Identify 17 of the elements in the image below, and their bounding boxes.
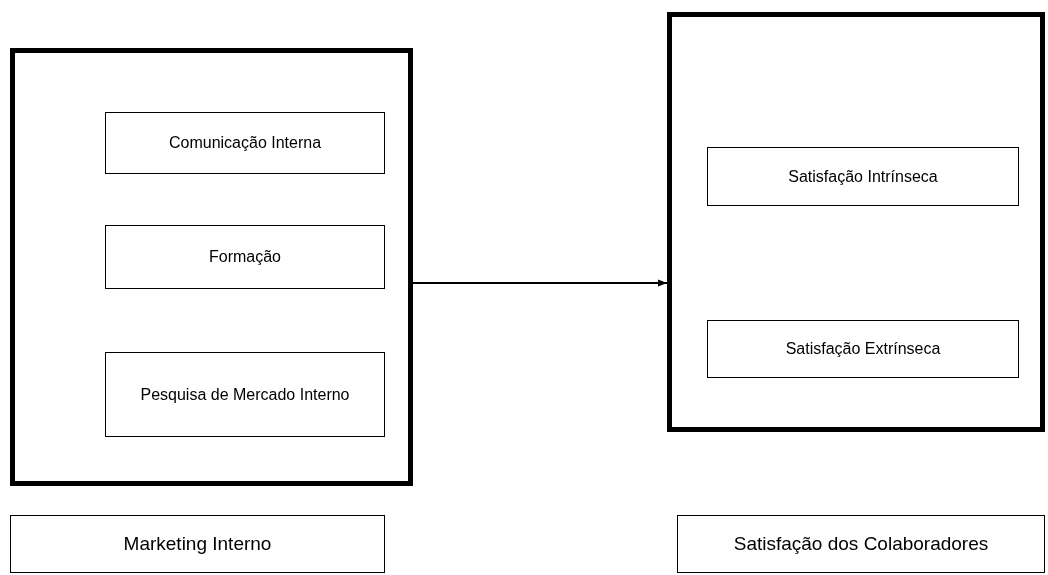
text-box xyxy=(105,352,385,437)
box-label: Pesquisa de Mercado Interno xyxy=(139,384,351,405)
box-label: Comunicação Interna xyxy=(167,133,323,153)
frame-box xyxy=(10,48,413,486)
text-box xyxy=(707,147,1019,206)
text-box xyxy=(105,112,385,174)
arrow xyxy=(412,279,668,287)
text-box xyxy=(677,515,1045,573)
box-label: Marketing Interno xyxy=(122,532,273,556)
frame-box xyxy=(667,12,1045,432)
box-label: Satisfação Extrínseca xyxy=(784,339,942,359)
box-label: Satisfação dos Colaboradores xyxy=(732,532,990,556)
text-box xyxy=(707,320,1019,378)
text-box xyxy=(105,225,385,289)
box-label: Formação xyxy=(208,247,282,267)
box-label: Satisfação Intrínseca xyxy=(787,166,939,187)
text-box xyxy=(10,515,385,573)
